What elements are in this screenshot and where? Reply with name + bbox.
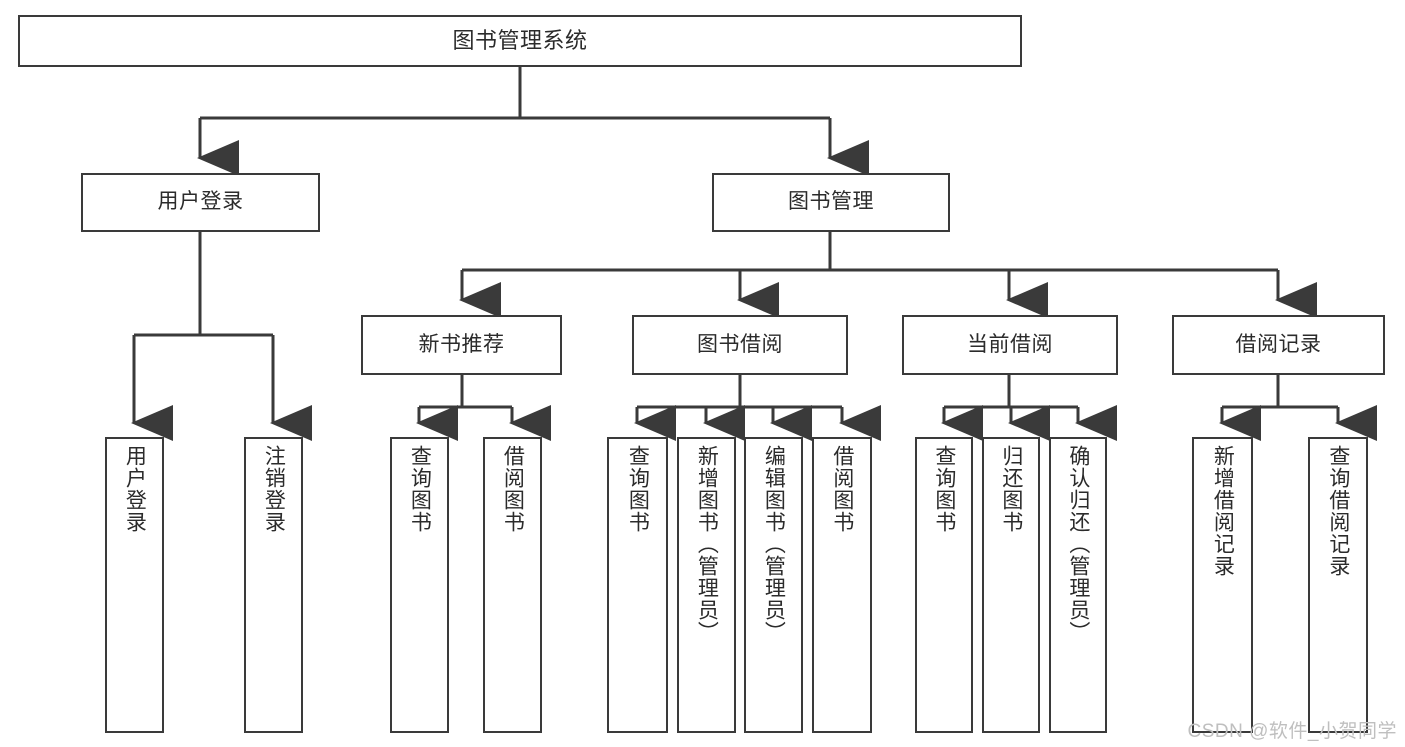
node-leaf-query-book-3[interactable]: 查询图书: [915, 437, 973, 733]
node-leaf-query-book-1-label: 查询图书: [408, 445, 432, 533]
node-leaf-user-login-label: 用户登录: [123, 445, 147, 533]
node-leaf-borrow-book-2-label: 借阅图书: [830, 445, 854, 533]
node-user-login[interactable]: 用户登录: [81, 173, 320, 232]
node-leaf-query-book-3-label: 查询图书: [932, 445, 956, 533]
node-leaf-add-book[interactable]: 新增图书（管理员）: [677, 437, 736, 733]
node-leaf-confirm-return-label: 确认归还（管理员）: [1066, 445, 1090, 643]
node-leaf-add-book-label: 新增图书（管理员）: [695, 445, 719, 643]
node-borrow-record-label: 借阅记录: [1235, 332, 1322, 356]
watermark-text: CSDN @软件_小贺同学: [1187, 721, 1397, 742]
node-borrow-record[interactable]: 借阅记录: [1172, 315, 1385, 375]
node-new-book-recommend[interactable]: 新书推荐: [361, 315, 562, 375]
node-leaf-query-record-label: 查询借阅记录: [1326, 445, 1350, 577]
node-leaf-user-login[interactable]: 用户登录: [105, 437, 164, 733]
node-leaf-borrow-book-1[interactable]: 借阅图书: [483, 437, 542, 733]
node-leaf-user-logout-label: 注销登录: [262, 445, 286, 533]
node-leaf-confirm-return[interactable]: 确认归还（管理员）: [1049, 437, 1107, 733]
node-book-borrow[interactable]: 图书借阅: [632, 315, 848, 375]
node-leaf-borrow-book-2[interactable]: 借阅图书: [812, 437, 872, 733]
node-root-label: 图书管理系统: [452, 28, 588, 54]
node-leaf-return-book-label: 归还图书: [999, 445, 1023, 533]
node-book-manage[interactable]: 图书管理: [712, 173, 950, 232]
node-user-login-label: 用户登录: [157, 190, 244, 214]
node-leaf-return-book[interactable]: 归还图书: [982, 437, 1040, 733]
node-leaf-add-record[interactable]: 新增借阅记录: [1192, 437, 1253, 733]
node-root[interactable]: 图书管理系统: [18, 15, 1022, 67]
node-leaf-query-record[interactable]: 查询借阅记录: [1308, 437, 1368, 733]
node-leaf-edit-book-label: 编辑图书（管理员）: [762, 445, 786, 643]
node-leaf-borrow-book-1-label: 借阅图书: [501, 445, 525, 533]
node-leaf-edit-book[interactable]: 编辑图书（管理员）: [744, 437, 803, 733]
node-leaf-add-record-label: 新增借阅记录: [1211, 445, 1235, 577]
node-leaf-user-logout[interactable]: 注销登录: [244, 437, 303, 733]
node-leaf-query-book-2[interactable]: 查询图书: [607, 437, 668, 733]
node-leaf-query-book-2-label: 查询图书: [626, 445, 650, 533]
node-book-manage-label: 图书管理: [788, 190, 874, 214]
node-leaf-query-book-1[interactable]: 查询图书: [390, 437, 449, 733]
node-current-borrow[interactable]: 当前借阅: [902, 315, 1118, 375]
node-new-book-recommend-label: 新书推荐: [418, 332, 505, 356]
node-book-borrow-label: 图书借阅: [697, 332, 783, 356]
node-current-borrow-label: 当前借阅: [967, 332, 1053, 356]
